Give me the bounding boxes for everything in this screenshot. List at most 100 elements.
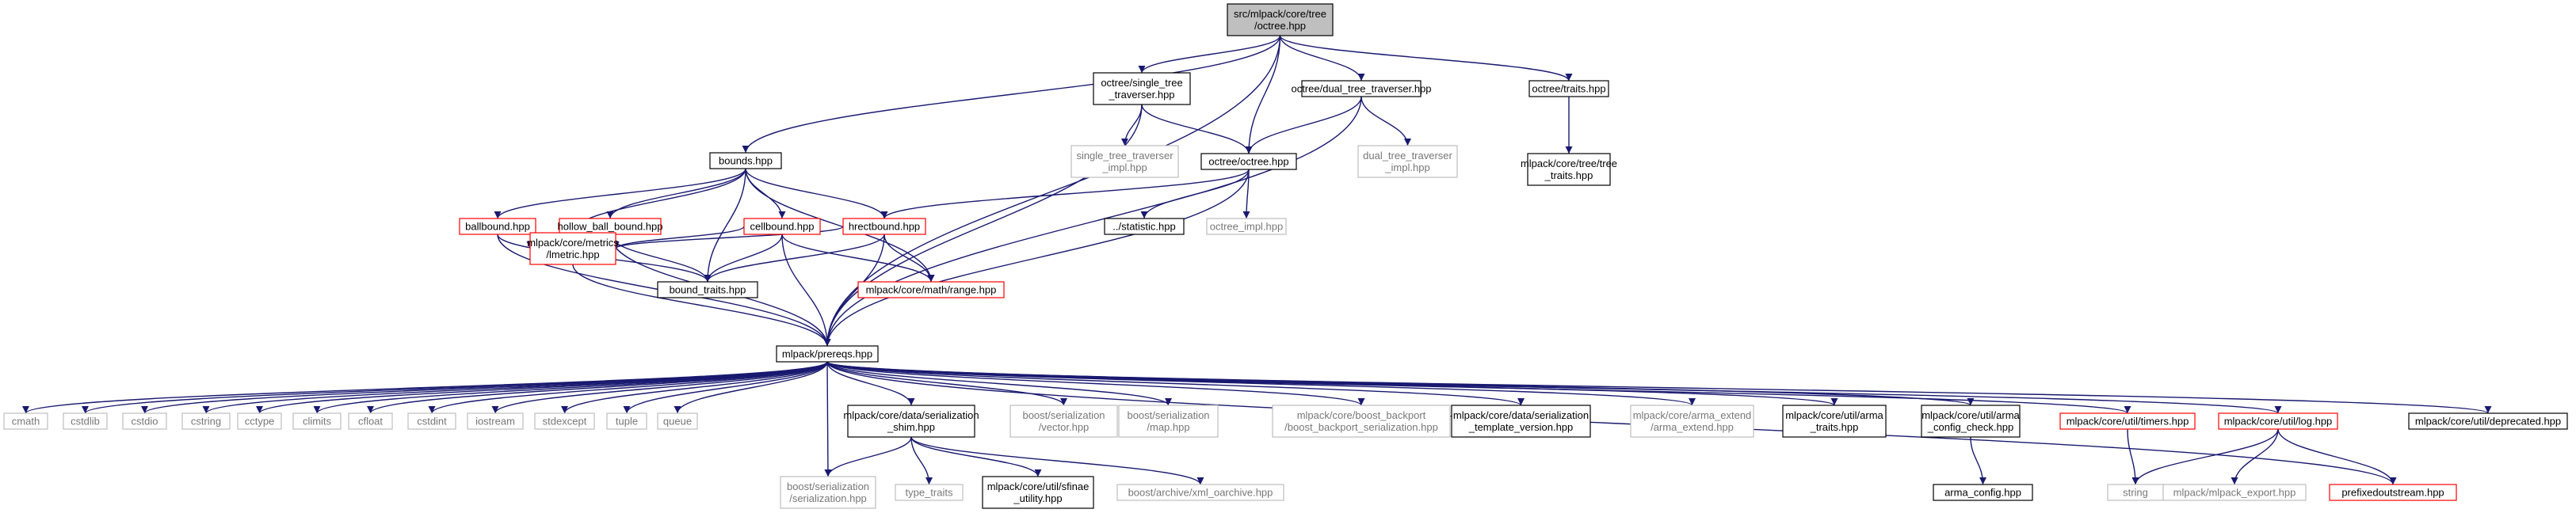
- edge-bounds-to-range: [745, 168, 935, 283]
- node-box-deprecated: [2408, 412, 2568, 430]
- node-box-cmath: [3, 412, 48, 430]
- node-label-climits-0: climits: [303, 416, 332, 428]
- node-label-sfinae-1: _utility.hpp: [1013, 492, 1062, 504]
- node-label-dual_impl-0: dual_tree_traverser: [1363, 150, 1452, 162]
- node-arma_check[interactable]: mlpack/core/util/arma_config_check.hpp: [1921, 405, 2021, 438]
- node-label-xml_oarchive-0: boost/archive/xml_oarchive.hpp: [1128, 487, 1273, 499]
- node-traits[interactable]: octree/traits.hpp: [1528, 80, 1609, 97]
- node-arma_config[interactable]: arma_config.hpp: [1933, 484, 2033, 501]
- edge-bounds-to-ballbound: [494, 168, 746, 219]
- edge-arma_check-to-arma_config: [1970, 436, 1986, 485]
- node-label-prereqs-0: mlpack/prereqs.hpp: [782, 348, 872, 360]
- node-shim[interactable]: mlpack/core/data/serialization_shim.hpp: [843, 405, 979, 438]
- node-tree_traits[interactable]: mlpack/core/tree/tree_traits.hpp: [1521, 153, 1617, 186]
- edge-prereqs-to-iostream: [491, 361, 828, 414]
- node-template_ver[interactable]: mlpack/core/data/serialization_template_…: [1451, 405, 1591, 438]
- node-label-arma_extend-0: mlpack/core/arma_extend: [1633, 409, 1752, 421]
- node-timers[interactable]: mlpack/core/util/timers.hpp: [2059, 412, 2196, 430]
- edge-hrect-to-bound_traits: [704, 234, 885, 283]
- node-label-root-0: src/mlpack/core/tree: [1234, 8, 1326, 20]
- node-bound_traits[interactable]: bound_traits.hpp: [657, 281, 758, 298]
- node-bounds[interactable]: bounds.hpp: [709, 152, 782, 169]
- edge-prereqs-to-arma_extend: [826, 361, 1696, 406]
- node-box-xml_oarchive: [1116, 484, 1284, 501]
- node-arma_traits[interactable]: mlpack/core/util/arma_traits.hpp: [1782, 405, 1887, 438]
- edge-bounds-to-bound_traits: [704, 168, 746, 283]
- node-range[interactable]: mlpack/core/math/range.hpp: [857, 281, 1005, 298]
- node-box-log: [2218, 412, 2338, 430]
- node-label-iostream-0: iostream: [475, 416, 515, 428]
- node-label-root-1: /octree.hpp: [1254, 20, 1306, 32]
- edge-bounds-to-hrect: [745, 168, 888, 219]
- node-log[interactable]: mlpack/core/util/log.hpp: [2218, 412, 2338, 430]
- node-cellbound[interactable]: cellbound.hpp: [743, 218, 821, 235]
- edge-hrect-to-prereqs: [823, 234, 885, 347]
- node-root[interactable]: src/mlpack/core/tree/octree.hpp: [1227, 3, 1334, 36]
- node-label-arma_extend-1: /arma_extend.hpp: [1651, 421, 1734, 433]
- node-sfinae[interactable]: mlpack/core/util/sfinae_utility.hpp: [982, 476, 1094, 509]
- node-label-lmetric-0: mlpack/core/metrics: [527, 237, 619, 249]
- node-box-root: [1227, 3, 1334, 36]
- node-box-single_impl: [1070, 145, 1179, 178]
- node-box-backport: [1272, 405, 1451, 438]
- edge-log-to-prefixed: [2277, 428, 2397, 485]
- node-box-template_ver: [1451, 405, 1591, 438]
- edge-log-to-string: [2131, 428, 2279, 485]
- node-prefixed[interactable]: prefixedoutstream.hpp: [2329, 484, 2457, 501]
- node-box-arma_extend: [1630, 405, 1754, 438]
- node-label-stdexcept-0: stdexcept: [543, 416, 587, 428]
- node-single_trav[interactable]: octree/single_tree_traverser.hpp: [1093, 72, 1191, 105]
- node-dual_trav[interactable]: octree/dual_tree_traverser.hpp: [1291, 80, 1432, 97]
- edge-single_trav-to-single_impl: [1121, 104, 1143, 146]
- node-single_impl: single_tree_traverser_impl.hpp: [1070, 145, 1179, 178]
- node-label-hrect-0: hrectbound.hpp: [849, 221, 920, 233]
- node-label-single_impl-1: _impl.hpp: [1101, 162, 1147, 173]
- edge-root-to-traits: [1279, 35, 1573, 82]
- edge-timers-to-string: [2127, 428, 2139, 485]
- node-prereqs[interactable]: mlpack/prereqs.hpp: [776, 345, 879, 363]
- node-label-octree_oct-0: octree/octree.hpp: [1208, 156, 1288, 168]
- node-mlpack_export: mlpack/mlpack_export.hpp: [2162, 484, 2307, 501]
- node-box-boost_ser: [780, 476, 876, 509]
- node-cstdlib: cstdlib: [63, 412, 108, 430]
- node-label-bounds-0: bounds.hpp: [719, 155, 773, 167]
- node-label-statistic-0: ../statistic.hpp: [1112, 221, 1175, 233]
- edge-prereqs-to-log: [826, 361, 2281, 414]
- node-box-prereqs: [776, 345, 879, 363]
- node-box-dual_impl: [1357, 145, 1458, 178]
- node-label-single_trav-1: _traverser.hpp: [1108, 89, 1174, 101]
- node-type_traits: type_traits: [895, 484, 964, 501]
- edge-dual_trav-to-octree_oct: [1245, 96, 1362, 154]
- node-label-cellbound-0: cellbound.hpp: [750, 221, 815, 233]
- node-label-cstdio-0: cstdio: [132, 416, 158, 428]
- edge-prereqs-to-cstring: [202, 361, 828, 414]
- node-box-climits: [292, 412, 342, 430]
- node-label-shim-0: mlpack/core/data/serialization: [843, 409, 979, 421]
- edge-prereqs-to-cstdint: [428, 361, 828, 414]
- node-cstdio: cstdio: [122, 412, 167, 430]
- node-box-octree_oct: [1200, 153, 1297, 170]
- edge-octree_oct-to-hrect: [880, 169, 1250, 219]
- node-label-traits-0: octree/traits.hpp: [1532, 83, 1605, 95]
- node-lmetric[interactable]: mlpack/core/metrics/lmetric.hpp: [527, 232, 619, 265]
- edge-prereqs-to-stdexcept: [561, 361, 828, 414]
- edges-layer: [22, 35, 2491, 485]
- node-box-timers: [2059, 412, 2196, 430]
- node-box-cellbound: [743, 218, 821, 235]
- node-iostream: iostream: [467, 412, 524, 430]
- edge-prereqs-to-timers: [826, 361, 2131, 414]
- node-label-sfinae-0: mlpack/core/util/sfinae: [987, 481, 1090, 492]
- node-hollow[interactable]: hollow_ball_bound.hpp: [557, 218, 663, 235]
- node-label-tree_traits-1: _traits.hpp: [1544, 169, 1593, 181]
- node-statistic[interactable]: ../statistic.hpp: [1104, 218, 1185, 235]
- node-box-ballbound: [459, 218, 536, 235]
- node-label-arma_traits-1: _traits.hpp: [1810, 421, 1859, 433]
- node-ballbound[interactable]: ballbound.hpp: [459, 218, 536, 235]
- node-cstdint: cstdint: [407, 412, 456, 430]
- edge-root-to-octree_oct: [1245, 35, 1281, 154]
- edge-prereqs-to-template_ver: [826, 361, 1525, 406]
- node-box-dual_trav: [1301, 80, 1422, 97]
- node-deprecated[interactable]: mlpack/core/util/deprecated.hpp: [2408, 412, 2568, 430]
- node-octree_oct[interactable]: octree/octree.hpp: [1200, 153, 1297, 170]
- node-hrect[interactable]: hrectbound.hpp: [842, 218, 926, 235]
